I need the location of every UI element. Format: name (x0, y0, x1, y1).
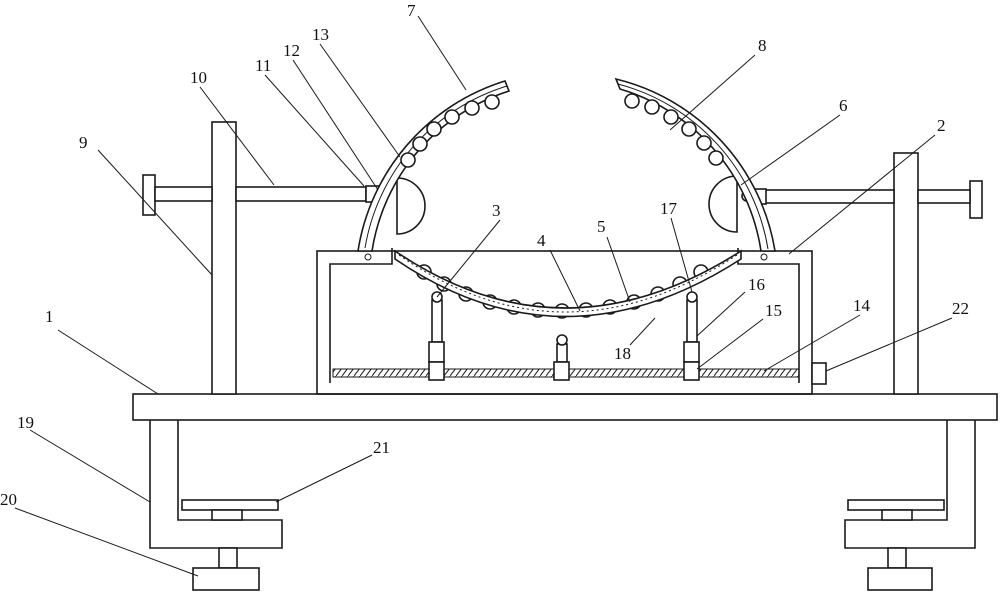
label-15: 15 (765, 301, 782, 320)
label-14: 14 (853, 296, 871, 315)
right-push-rod (741, 180, 983, 219)
label-18: 18 (614, 344, 631, 363)
left-hydraulic-cylinder (428, 291, 445, 381)
bottom-arc-hatch (398, 254, 738, 313)
label-19: 19 (17, 413, 34, 432)
motor (811, 362, 827, 385)
left-hinge-pin (364, 253, 372, 261)
base-plate (132, 393, 998, 421)
label-22: 22 (952, 299, 969, 318)
label-11: 11 (255, 56, 271, 75)
label-13: 13 (312, 25, 329, 44)
label-2: 2 (937, 116, 946, 135)
right-pad-dome (708, 175, 738, 233)
housing-box (316, 250, 813, 395)
right-upright (893, 152, 919, 395)
left-clamp-assembly (181, 499, 279, 591)
right-arc-clamp (614, 77, 776, 252)
right-clamp-frame (844, 420, 976, 549)
label-20: 20 (0, 490, 17, 509)
label-9: 9 (79, 133, 88, 152)
right-arc-rollers (624, 93, 724, 166)
left-clamp-frame (149, 420, 283, 549)
right-arc-inner-line (617, 83, 769, 250)
left-push-rod (142, 174, 388, 216)
label-5: 5 (597, 217, 606, 236)
label-17: 17 (660, 199, 678, 218)
label-4: 4 (537, 231, 546, 250)
label-7: 7 (407, 1, 416, 20)
right-hydraulic-cylinder (683, 291, 700, 381)
label-1: 1 (45, 307, 54, 326)
left-arc-inner-line (364, 85, 508, 249)
left-arc-rollers (400, 94, 500, 168)
right-clamp-assembly (847, 499, 945, 591)
label-21: 21 (373, 438, 390, 457)
leader-lines (14, 15, 953, 577)
label-6: 6 (839, 96, 848, 115)
bottom-arc-plate (394, 249, 742, 318)
left-upright (211, 121, 237, 395)
label-3: 3 (492, 201, 501, 220)
label-10: 10 (190, 68, 207, 87)
label-8: 8 (758, 36, 767, 55)
middle-hydraulic-cylinder (553, 334, 570, 381)
right-hinge-pin (760, 253, 768, 261)
left-pad-dome (396, 177, 426, 235)
label-12: 12 (283, 41, 300, 60)
label-16: 16 (748, 275, 765, 294)
